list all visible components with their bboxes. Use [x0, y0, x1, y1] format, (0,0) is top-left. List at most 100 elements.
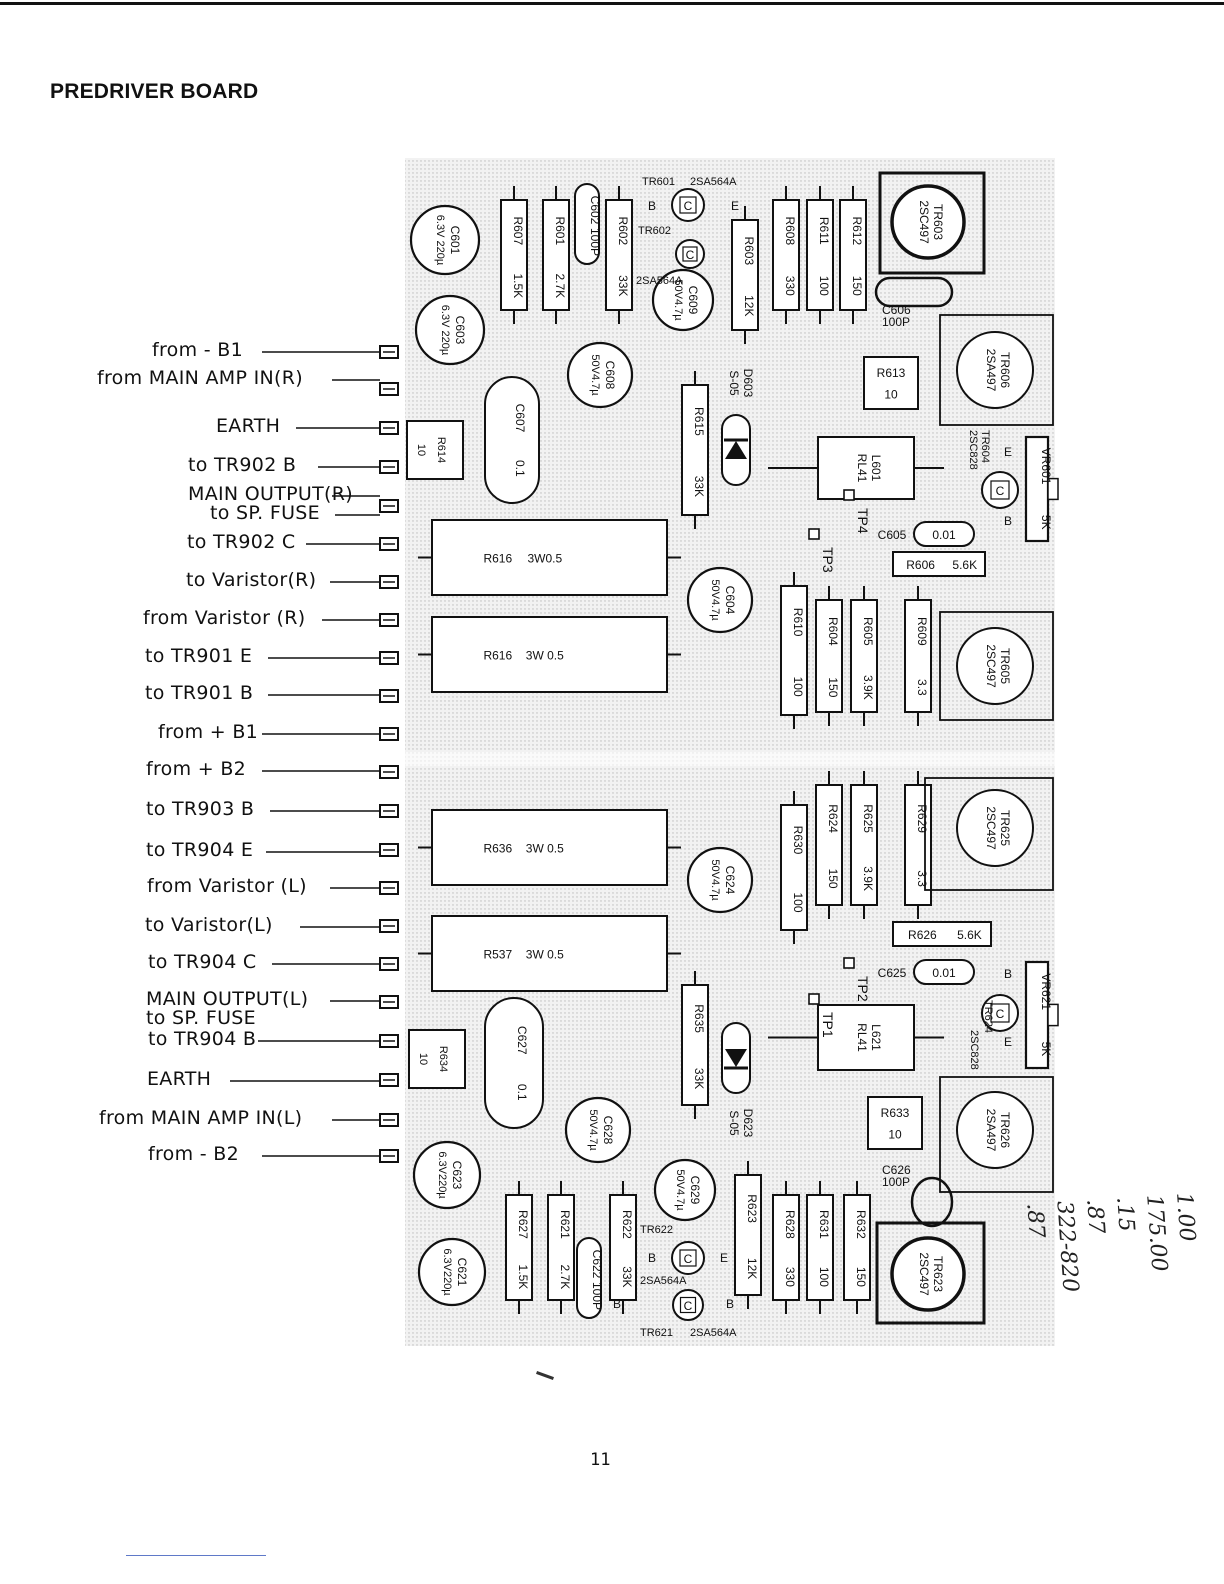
pin-letter: C — [996, 1007, 1005, 1021]
pin-label: E — [720, 1251, 728, 1265]
test-point-label: TP2 — [855, 976, 871, 1002]
resistor: R604 150 — [815, 586, 843, 726]
top-rule — [0, 2, 1224, 5]
connector-label: to TR901 E — [145, 645, 253, 667]
resistor-value: 100 — [791, 677, 805, 697]
resistor-ref: R622 — [620, 1210, 634, 1239]
connector-label: to TR901 B — [145, 682, 254, 704]
capacitor-value: 50V4.7µ — [672, 279, 684, 321]
capacitor-value: 50V4.7µ — [709, 579, 721, 621]
vr-ref: VR601 — [1039, 448, 1053, 485]
pin-label: E — [1004, 445, 1012, 459]
connector-label: to Varistor(R) — [186, 569, 317, 591]
capacitor-ref: C606 — [882, 303, 911, 317]
resistor-value: 3.3 — [915, 870, 929, 887]
transistor-type: 2SA497 — [984, 349, 998, 392]
transistor-ref: TR626 — [998, 1112, 1012, 1148]
connector-pins — [379, 345, 399, 1163]
capacitor-ref: C627 — [515, 1026, 529, 1055]
resistor-ref: R605 — [861, 617, 875, 646]
vr-ref: VR621 — [1039, 973, 1053, 1010]
connector-label: from MAIN AMP IN(R) — [97, 367, 303, 389]
resistor-ref: R604 — [826, 617, 840, 646]
resistor-value: 150 — [826, 677, 840, 697]
power-resistor-value: 3W0.5 — [527, 552, 562, 566]
board-gap — [405, 752, 1055, 766]
transistor-ref: TR602 — [638, 225, 671, 237]
pin-letter: E — [720, 1251, 728, 1265]
connector-label: to TR903 B — [146, 798, 255, 820]
capacitor-value: 50V4.7µ — [587, 1109, 599, 1151]
transistor-type: 2SC828 — [967, 430, 979, 470]
pin-letter: C — [684, 199, 693, 213]
connector-label: from - B2 — [148, 1143, 239, 1165]
connector-label: MAIN OUTPUT(R) — [188, 483, 353, 505]
pin-label: B — [726, 1297, 734, 1311]
pin-letter: B — [648, 199, 656, 213]
small-resistor-ref: R606 — [906, 558, 935, 572]
resistor-ref: R621 — [558, 1210, 572, 1239]
transistor-ref: TR625 — [998, 810, 1012, 846]
connector-label: from + B1 — [158, 721, 259, 743]
power-resistor-ref: R616 — [483, 649, 512, 663]
resistor-value: 33K — [692, 476, 706, 497]
resistor-ref: R602 — [616, 216, 630, 245]
resistor-ref: R612 — [850, 216, 864, 245]
resistor-ref: R610 — [791, 608, 805, 637]
resistor-ref: R608 — [783, 216, 797, 245]
resistor: R610 100 — [780, 572, 808, 729]
diode-ref: D603 — [741, 369, 755, 398]
connector-label: from MAIN AMP IN(L) — [99, 1107, 303, 1129]
small-resistor-value: 10 — [417, 1053, 429, 1065]
capacitor-value: 6.3V 220µ — [434, 215, 446, 266]
transistor-ref: TR606 — [998, 352, 1012, 388]
power-resistor-ref: R636 — [483, 842, 512, 856]
transistor-type: 2SA497 — [984, 1109, 998, 1152]
connector-label: to TR902 C — [187, 531, 296, 553]
small-resistor-ref: R614 — [435, 437, 447, 463]
capacitor-value: 100P — [588, 228, 602, 256]
transistor-type: 2SA564A — [690, 176, 737, 188]
pin-letter: B — [726, 1297, 734, 1311]
resistor-value: 3.9K — [861, 866, 875, 891]
pin-letter: B — [613, 1297, 621, 1311]
capacitor-value: 6.3V 220µ — [439, 305, 451, 356]
connector-label: to Varistor(L) — [145, 914, 273, 936]
transistor-type: 2SC497 — [984, 644, 998, 688]
test-point: TP4 — [843, 489, 871, 534]
resistor-value: 33K — [616, 275, 630, 296]
capacitor-value: 100P — [882, 1175, 910, 1189]
capacitor-value: 50V4.7µ — [709, 859, 721, 901]
capacitor-value: 50V4.7µ — [674, 1169, 686, 1211]
resistor-ref: R601 — [553, 216, 567, 245]
connector-label: to TR904 B — [148, 1028, 257, 1050]
capacitor-ref: C628 — [601, 1116, 615, 1145]
capacitor-ref: C608 — [603, 361, 617, 390]
resistor-ref: R609 — [915, 617, 929, 646]
resistor-value: 12K — [742, 295, 756, 316]
pin-letter: C — [686, 248, 695, 262]
coil-type: RL41 — [855, 454, 869, 483]
resistor-value: 100 — [791, 892, 805, 912]
